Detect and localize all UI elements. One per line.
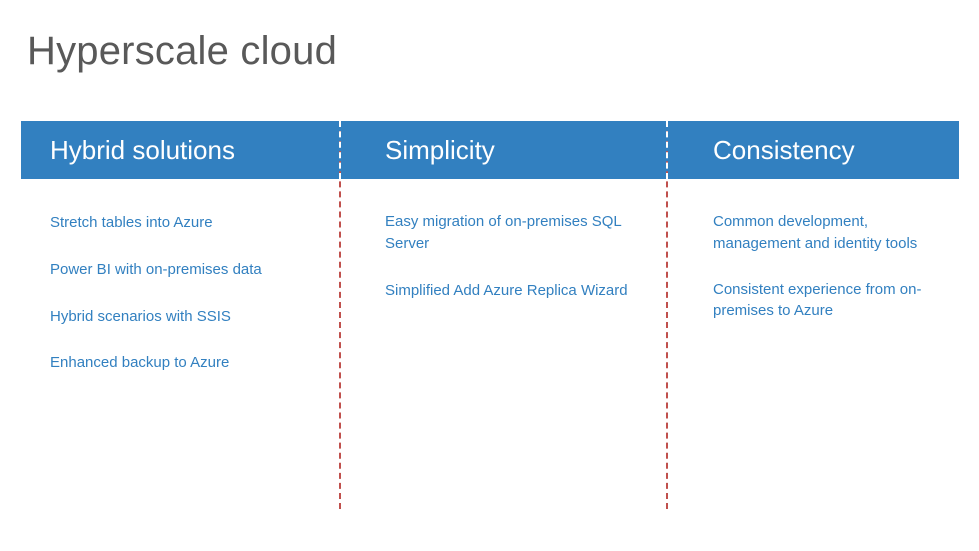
list-item: Simplified Add Azure Replica Wizard bbox=[385, 281, 628, 299]
column-body-consistency: Common development, management and ident… bbox=[666, 179, 959, 509]
list-item: Stretch tables into Azure bbox=[50, 214, 213, 231]
list-item: Enhanced backup to Azure bbox=[50, 354, 230, 372]
page-title: Hyperscale cloud bbox=[27, 29, 338, 73]
column-header-simplicity: Simplicity bbox=[385, 135, 495, 165]
column-divider-2 bbox=[666, 121, 668, 509]
column-hybrid-solutions: Hybrid solutions Stretch tables into Azu… bbox=[21, 121, 339, 509]
column-divider-2-header-segment bbox=[666, 121, 668, 179]
column-consistency: Consistency Common development, manageme… bbox=[666, 121, 959, 509]
column-body-simplicity: Easy migration of on-premises SQL Server… bbox=[339, 179, 666, 509]
list-item: Easy migration of on-premises SQL Server bbox=[385, 213, 622, 252]
table-header-band bbox=[21, 121, 959, 179]
three-column-table: Hybrid solutions Stretch tables into Azu… bbox=[21, 121, 959, 509]
list-item: Power BI with on-premises data bbox=[50, 260, 262, 278]
column-header-consistency: Consistency bbox=[713, 135, 855, 165]
list-item: Consistent experience from on-premises t… bbox=[713, 280, 922, 320]
list-item: Common development, management and ident… bbox=[713, 213, 918, 252]
column-divider-1-header-segment bbox=[339, 121, 341, 179]
column-divider-1 bbox=[339, 121, 341, 509]
column-simplicity: Simplicity Easy migration of on-premises… bbox=[339, 121, 666, 509]
column-header-hybrid-solutions: Hybrid solutions bbox=[50, 135, 235, 165]
column-body-hybrid-solutions: Stretch tables into Azure Power BI with … bbox=[21, 179, 339, 509]
list-item: Hybrid scenarios with SSIS bbox=[50, 307, 231, 325]
